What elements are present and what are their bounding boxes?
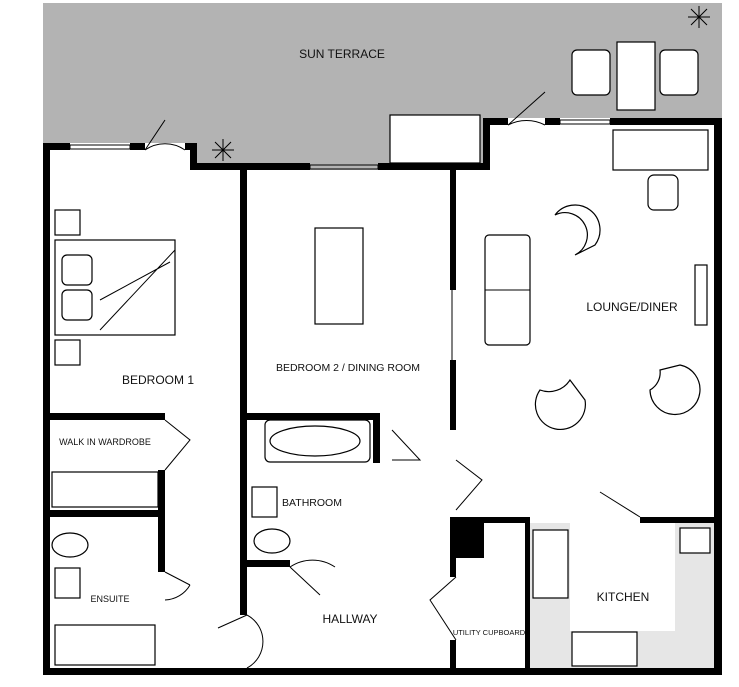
label-kitchen: KITCHEN [597,590,650,604]
plant-icon [212,6,710,161]
label-utility-cupboard: UTILITY CUPBOARD [453,628,526,637]
windows [69,119,611,360]
doors [144,91,641,669]
sun-terrace-area [43,3,722,170]
label-sun-terrace: SUN TERRACE [299,47,385,61]
furniture [51,41,711,667]
label-ensuite: ENSUITE [90,594,129,604]
label-bedroom1: BEDROOM 1 [122,373,194,387]
label-lounge-diner: LOUNGE/DINER [586,300,678,314]
label-walk-in-wardrobe: WALK IN WARDROBE [59,437,151,447]
room-labels: SUN TERRACE BEDROOM 1 WALK IN WARDROBE E… [59,47,678,637]
label-hallway: HALLWAY [322,612,377,626]
label-bathroom: BATHROOM [282,497,342,509]
label-bedroom2: BEDROOM 2 / DINING ROOM [276,362,420,374]
walls [43,118,722,675]
